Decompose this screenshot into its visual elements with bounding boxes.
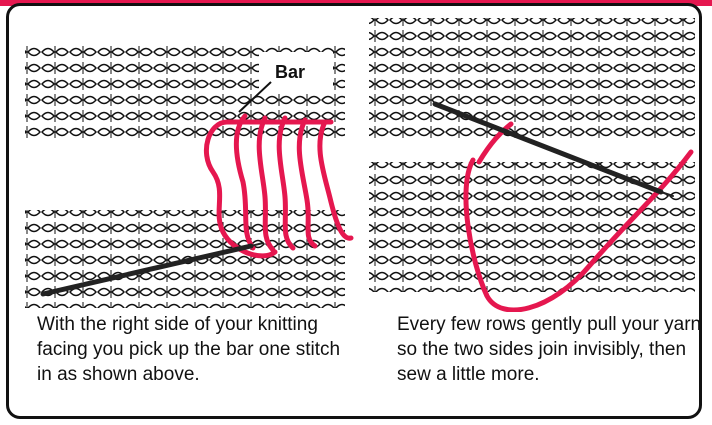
right-caption: Every few rows gently pull your yarn so … <box>397 312 702 387</box>
right-illustration <box>361 12 699 312</box>
left-illustration: Bar <box>13 12 357 312</box>
right-illustration-svg <box>361 12 699 312</box>
left-illustration-svg: Bar <box>13 12 357 312</box>
top-fabric <box>369 18 695 138</box>
left-caption: With the right side of your knitting fac… <box>37 312 357 387</box>
bottom-fabric <box>369 162 695 292</box>
bar-label: Bar <box>275 62 305 82</box>
instruction-card: Bar <box>6 3 702 419</box>
